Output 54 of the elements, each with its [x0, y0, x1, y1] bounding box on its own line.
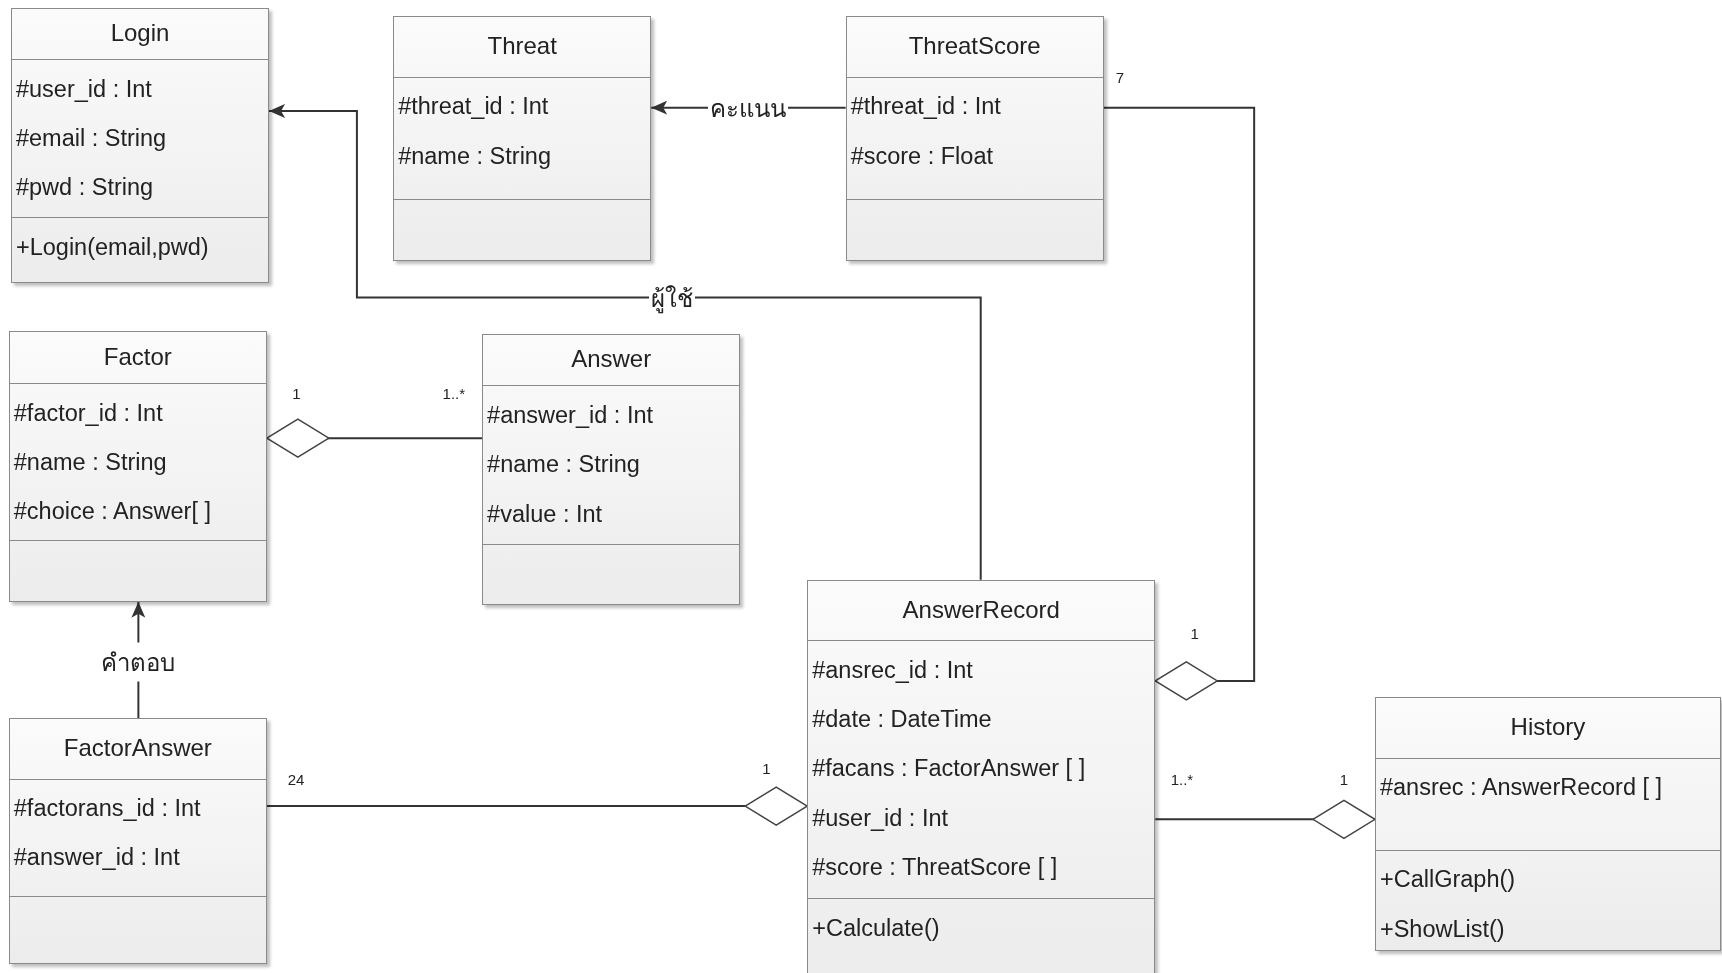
class-name: FactorAnswer — [62, 733, 213, 764]
attribute: #value : Int — [486, 499, 604, 529]
multiplicity-label: 1 — [762, 759, 771, 777]
multiplicity-label: 1..* — [1170, 770, 1194, 788]
multiplicity-label: 24 — [287, 770, 305, 788]
attribute: #factorans_id : Int — [12, 793, 202, 823]
attribute: #choice : Answer[ ] — [12, 497, 213, 527]
aggregation-line — [1102, 106, 1256, 701]
class-box — [807, 579, 1156, 973]
method: +Calculate() — [811, 913, 941, 943]
class-name: Threat — [486, 31, 558, 62]
association-arrow — [268, 103, 982, 581]
attribute: #answer_id : Int — [12, 843, 181, 873]
attribute: #name : String — [486, 450, 641, 480]
class-box — [482, 333, 741, 606]
method: +CallGraph() — [1378, 865, 1517, 895]
attribute: #email : String — [14, 124, 168, 153]
class-name: Answer — [570, 343, 653, 374]
class-name: Factor — [102, 341, 173, 372]
class-name: Login — [109, 17, 171, 48]
attribute: #ansrec : AnswerRecord [ ] — [1378, 773, 1664, 803]
class-name: AnswerRecord — [901, 594, 1061, 625]
method: +ShowList() — [1378, 914, 1506, 944]
attribute: #threat_id : Int — [849, 92, 1002, 122]
attribute: #score : Float — [849, 141, 994, 171]
multiplicity-label: 1 — [1339, 770, 1349, 788]
attribute: #date : DateTime — [811, 704, 993, 734]
class-box — [1374, 697, 1721, 952]
attribute: #user_id : Int — [811, 803, 950, 833]
aggregation-line — [1154, 799, 1376, 839]
attribute: #factor_id : Int — [12, 398, 164, 428]
class-box — [8, 330, 267, 602]
multiplicity-label: 1..* — [442, 385, 466, 403]
multiplicity-label: 7 — [1115, 69, 1125, 87]
attribute: #threat_id : Int — [397, 92, 550, 122]
class-box — [845, 16, 1104, 262]
class-box — [10, 7, 270, 284]
class-name: History — [1509, 712, 1587, 743]
attribute: #answer_id : Int — [486, 400, 654, 430]
class-box — [393, 16, 652, 262]
aggregation-line — [265, 418, 484, 458]
multiplicity-label: 1 — [1190, 624, 1199, 642]
attribute: #ansrec_id : Int — [811, 655, 974, 685]
attribute: #name : String — [397, 141, 552, 171]
class-box — [8, 718, 267, 965]
attribute: #user_id : Int — [14, 74, 153, 104]
attribute: #name : String — [12, 448, 168, 477]
attribute: #pwd : String — [14, 173, 155, 203]
aggregation-line — [265, 786, 809, 826]
multiplicity-label: 1 — [292, 385, 301, 403]
attribute: #score : ThreatScore [ ] — [811, 853, 1059, 883]
method: +Login(email,pwd) — [14, 232, 210, 262]
attribute: #facans : FactorAnswer [ ] — [811, 754, 1087, 784]
class-name: ThreatScore — [907, 31, 1042, 62]
